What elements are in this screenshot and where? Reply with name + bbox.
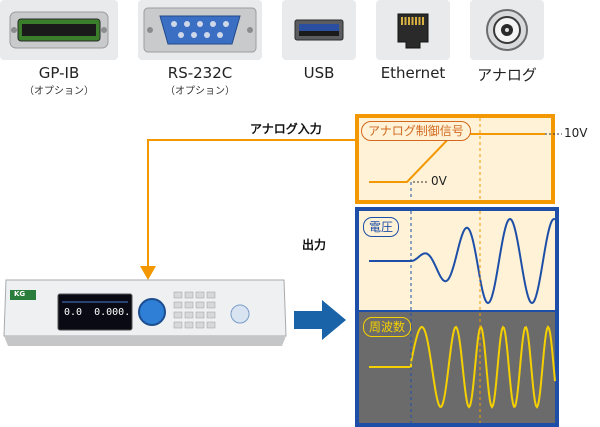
gpib-option-label: （オプション） [24, 86, 94, 97]
control-signal-title: アナログ制御信号 [361, 121, 471, 141]
output-flow-arrow [294, 300, 346, 340]
gpib-connector-box [0, 0, 118, 60]
voltage-title: 電圧 [363, 217, 400, 237]
output-label: 出力 [302, 238, 327, 252]
rs232c-label: RS-232C [167, 64, 233, 82]
voltage-waveform [369, 217, 556, 305]
device-display-readout: 0.0 0.000. [64, 307, 131, 318]
control-low-label: 0V [431, 174, 447, 188]
rs232c-option-label: （オプション） [165, 86, 235, 97]
rs232c-connector-box [138, 0, 262, 60]
analog-bnc-box [470, 0, 544, 60]
analog-label: アナログ [477, 66, 537, 84]
ethernet-port-box [376, 0, 450, 60]
device-brand-label: KG [14, 290, 26, 298]
frequency-title: 周波数 [363, 317, 412, 337]
analog-input-label: アナログ入力 [250, 122, 322, 136]
control-high-label: 10V [564, 126, 588, 140]
rs232c-connector-icon [143, 7, 257, 53]
rotary-knob [138, 298, 166, 326]
ethernet-port-icon [397, 13, 429, 49]
frequency-waveform [369, 325, 556, 409]
ethernet-label: Ethernet [380, 64, 446, 82]
analog-bnc-icon [486, 9, 528, 51]
usb-port-box [282, 0, 356, 60]
gpib-label: GP-IB [38, 64, 80, 82]
usb-label: USB [303, 64, 335, 82]
gpib-connector-icon [9, 11, 109, 49]
power-supply-device [3, 279, 287, 346]
usb-port-icon [294, 19, 344, 41]
